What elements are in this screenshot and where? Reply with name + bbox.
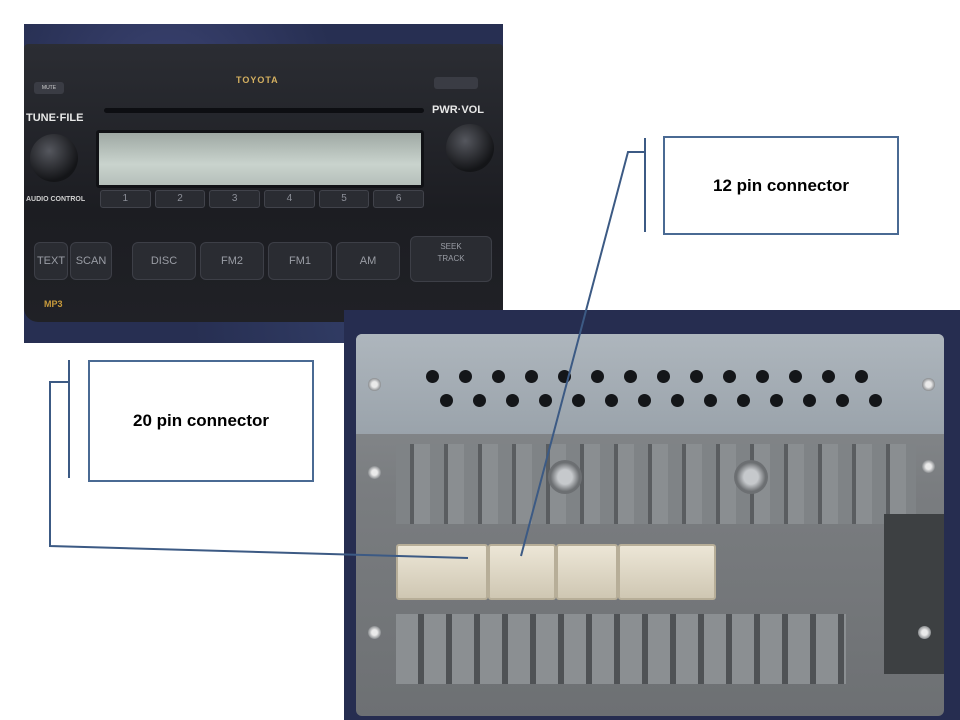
vent-hole bbox=[426, 370, 439, 383]
preset-button: 3 bbox=[209, 190, 261, 208]
twelve-pin-connector bbox=[488, 544, 556, 600]
lcd-display bbox=[96, 130, 424, 188]
track-label: TRACK bbox=[437, 254, 465, 263]
connector bbox=[556, 544, 618, 600]
radio-faceplate: MUTE TOYOTA TUNE·FILE PWR·VOL AUDIO CONT… bbox=[24, 44, 503, 322]
preset-button: 4 bbox=[264, 190, 315, 208]
screw bbox=[922, 378, 935, 391]
pwr-vol-label: PWR·VOL bbox=[432, 104, 484, 116]
vent-hole bbox=[869, 394, 882, 407]
mp3-logo: MP3 bbox=[44, 299, 63, 309]
vent-hole bbox=[789, 370, 802, 383]
vent-hole bbox=[690, 370, 703, 383]
preset-button: 1 bbox=[100, 190, 151, 208]
vent-hole bbox=[539, 394, 552, 407]
vent-hole bbox=[704, 394, 717, 407]
side-bracket bbox=[884, 514, 944, 674]
scan-button: SCAN bbox=[70, 242, 112, 280]
screw bbox=[368, 626, 381, 639]
vent-hole bbox=[506, 394, 519, 407]
brand-label: TOYOTA bbox=[236, 75, 279, 85]
seek-track-button: SEEK TRACK bbox=[410, 236, 492, 282]
twenty-pin-callout: 20 pin connector bbox=[88, 360, 314, 482]
screw bbox=[368, 466, 381, 479]
eject-button bbox=[434, 77, 478, 89]
vent-hole bbox=[605, 394, 618, 407]
mounting-post bbox=[734, 460, 768, 494]
top-plate bbox=[356, 334, 944, 434]
fm2-button: FM2 bbox=[200, 242, 264, 280]
am-button: AM bbox=[336, 242, 400, 280]
connector bbox=[618, 544, 716, 600]
vent-hole bbox=[440, 394, 453, 407]
preset-button: 2 bbox=[154, 190, 206, 208]
radio-back-photo bbox=[344, 310, 960, 720]
screw bbox=[918, 626, 931, 639]
vent-hole bbox=[558, 370, 571, 383]
vent-hole bbox=[836, 394, 849, 407]
vent-hole bbox=[492, 370, 505, 383]
vent-hole bbox=[638, 394, 651, 407]
preset-button: 5 bbox=[318, 190, 370, 208]
screw bbox=[368, 378, 381, 391]
lower-heat-sink bbox=[396, 614, 846, 684]
vent-hole bbox=[723, 370, 736, 383]
vent-hole bbox=[770, 394, 783, 407]
audio-control-label: AUDIO CONTROL bbox=[26, 196, 86, 203]
vent-hole bbox=[525, 370, 538, 383]
vent-hole bbox=[657, 370, 670, 383]
screw bbox=[922, 460, 935, 473]
vent-hole bbox=[591, 370, 604, 383]
vent-holes bbox=[426, 370, 896, 420]
vent-hole bbox=[473, 394, 486, 407]
vent-hole bbox=[572, 394, 585, 407]
twelve-pin-callout: 12 pin connector bbox=[663, 136, 899, 235]
preset-button: 6 bbox=[373, 190, 425, 208]
vent-hole bbox=[459, 370, 472, 383]
vent-hole bbox=[855, 370, 868, 383]
vent-hole bbox=[822, 370, 835, 383]
vent-hole bbox=[756, 370, 769, 383]
radio-chassis bbox=[356, 334, 944, 716]
seek-label: SEEK bbox=[440, 242, 462, 251]
preset-buttons: 1 2 3 4 5 6 bbox=[100, 190, 425, 208]
fm1-button: FM1 bbox=[268, 242, 332, 280]
mounting-post bbox=[548, 460, 582, 494]
vent-hole bbox=[803, 394, 816, 407]
text-button: TEXT bbox=[34, 242, 68, 280]
twenty-pin-connector bbox=[396, 544, 488, 600]
radio-front-photo: MUTE TOYOTA TUNE·FILE PWR·VOL AUDIO CONT… bbox=[24, 24, 503, 343]
cd-slot bbox=[104, 108, 424, 113]
heat-sink-fins bbox=[396, 444, 916, 524]
tune-file-label: TUNE·FILE bbox=[26, 112, 84, 124]
vent-hole bbox=[624, 370, 637, 383]
tune-knob bbox=[30, 134, 78, 182]
vent-hole bbox=[737, 394, 750, 407]
disc-button: DISC bbox=[132, 242, 196, 280]
mute-button: MUTE bbox=[34, 82, 64, 94]
vent-hole bbox=[671, 394, 684, 407]
volume-knob bbox=[446, 124, 494, 172]
